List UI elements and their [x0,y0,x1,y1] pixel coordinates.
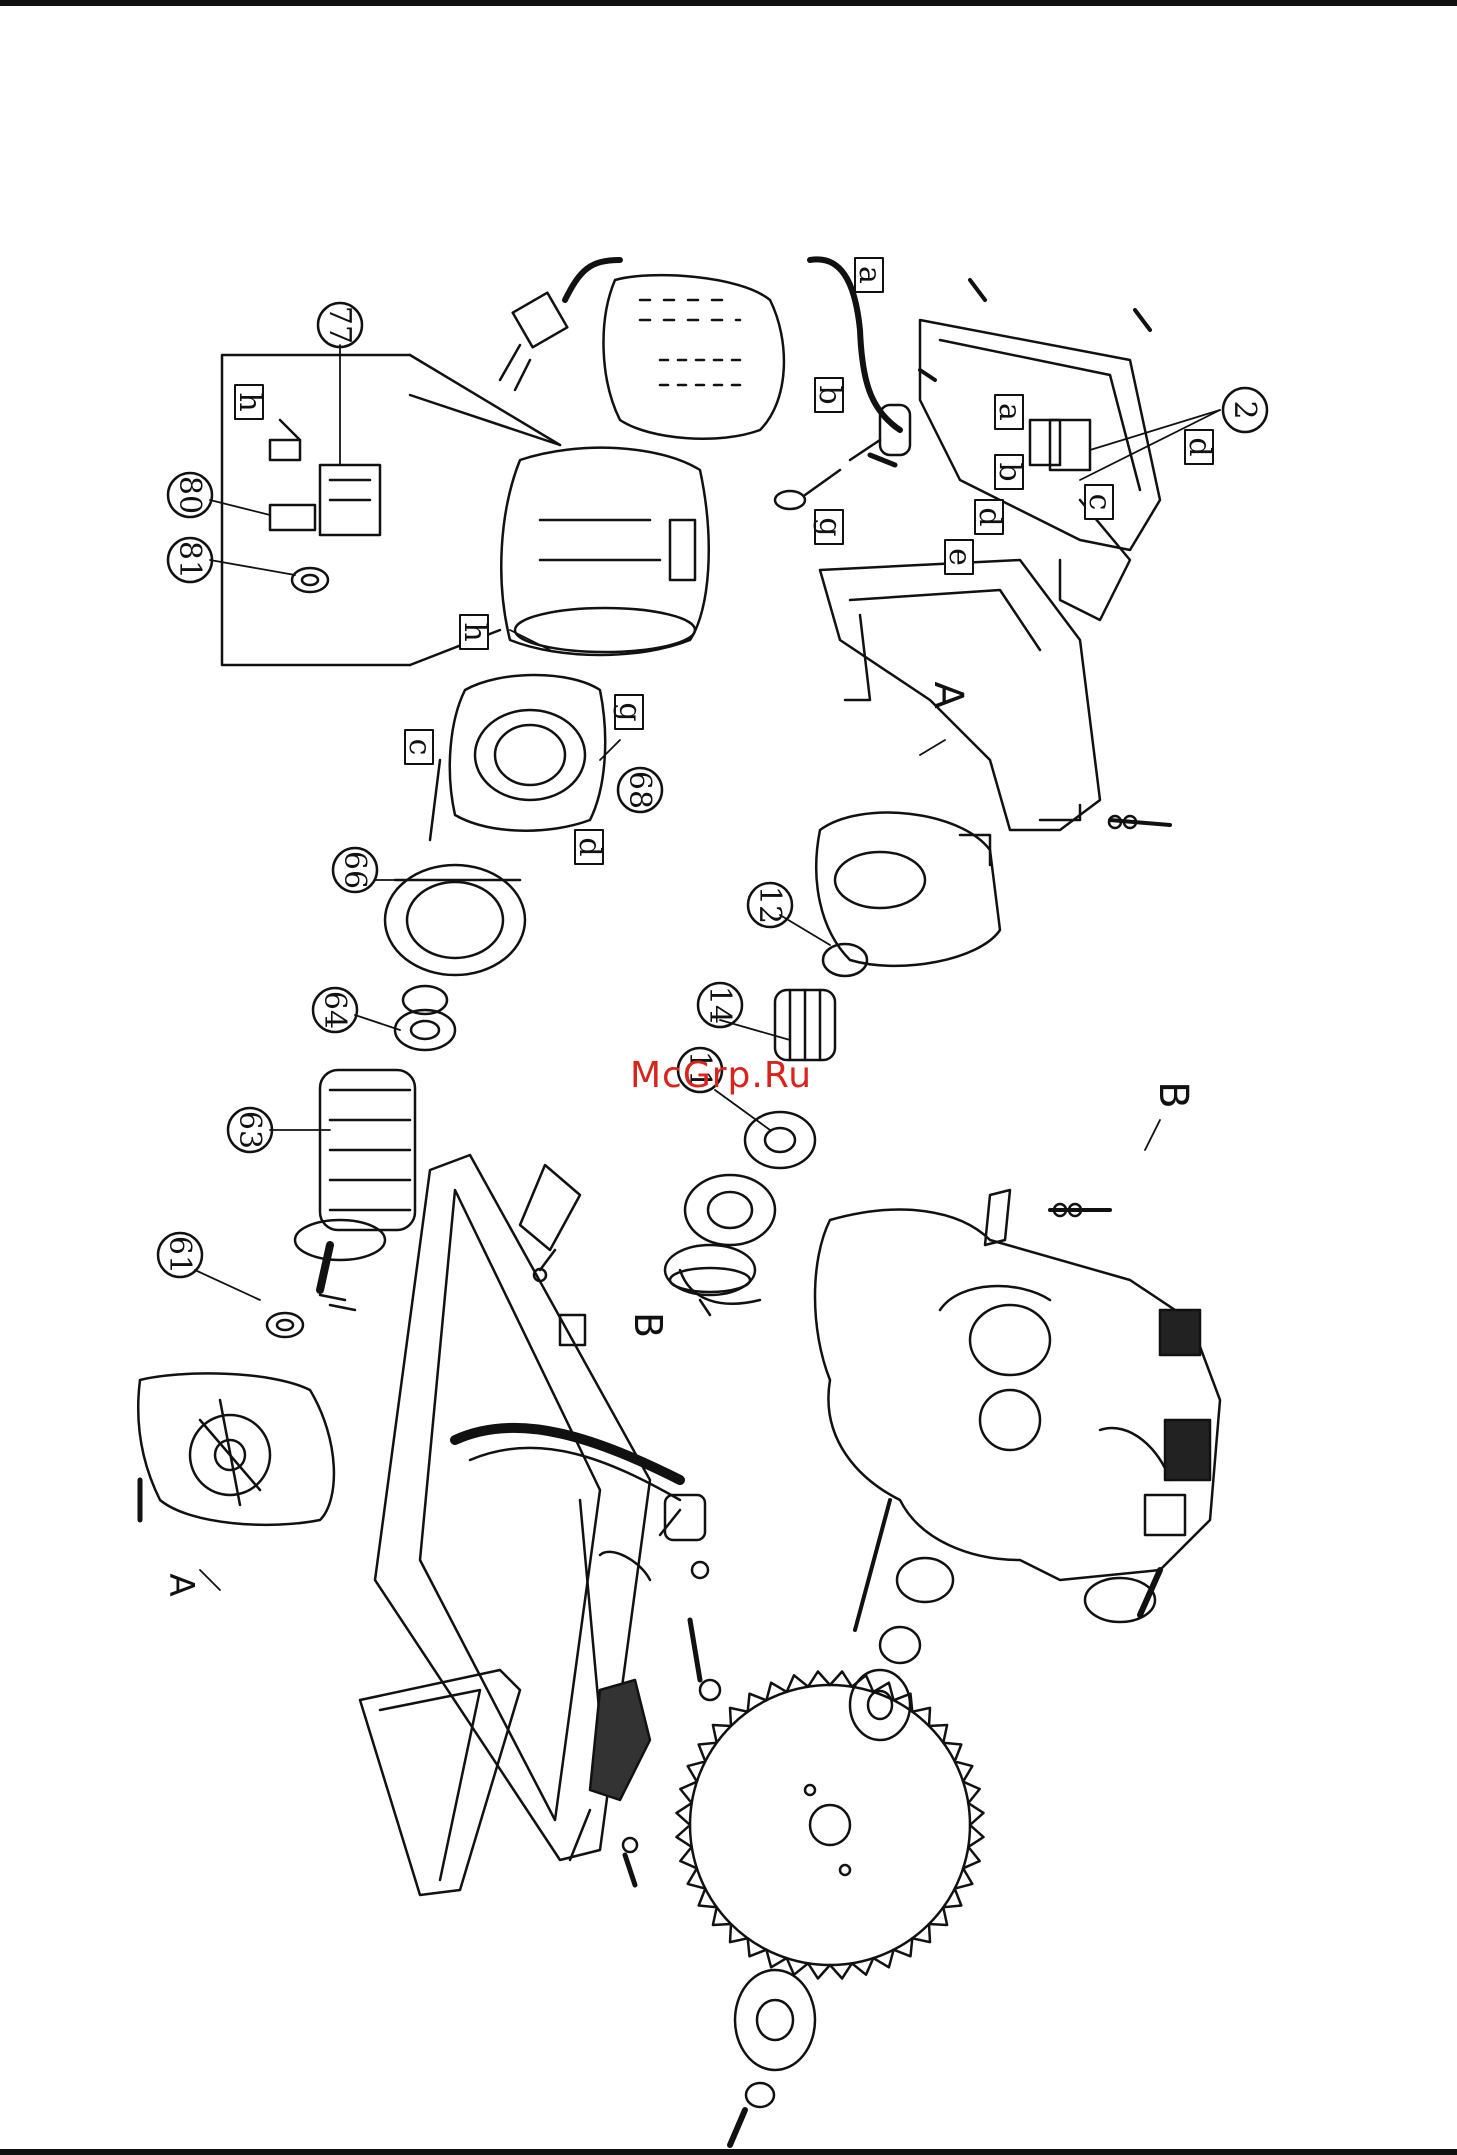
tag-a-cord: a [852,258,887,292]
tag-b-cord: b [812,378,847,412]
svg-text:81: 81 [172,541,207,579]
tag-h-housing: h [457,615,492,649]
svg-text:b: b [992,462,1027,481]
svg-text:d: d [1182,437,1217,456]
callout-61: 61 [158,1233,202,1277]
tag-d-handle-right: d [1182,430,1217,464]
stator-part [430,675,605,840]
callout-2: 2 [1223,388,1267,432]
motor-housing-part [501,448,708,655]
svg-text:b: b [812,385,847,404]
watermark: McGrp.Ru [630,1055,812,1096]
blade-flanges [730,1500,953,2145]
tag-g-stator: g [612,695,647,729]
motor-cover-part [500,260,784,439]
lower-guard-lever [985,1190,1110,1245]
tag-c-stator: c [402,730,437,764]
tag-g-cord: g [812,510,847,544]
bearing-cover-part [385,865,525,975]
callout-66: 66 [333,848,377,892]
brush-holder-part [270,420,380,592]
svg-text:e: e [942,548,977,566]
svg-text:d: d [972,507,1007,526]
tag-b-handle: b [992,455,1027,489]
brush-parts-inset [222,355,560,665]
svg-text:c: c [1082,494,1117,511]
svg-text:64: 64 [317,991,352,1029]
armature-part [295,1070,415,1290]
saw-blade-teeth-outline [677,1672,984,1979]
group-label-a-upper: A [925,681,971,709]
svg-text:h: h [232,392,267,411]
svg-text:80: 80 [172,476,207,514]
svg-text:63: 63 [232,1111,267,1149]
svg-text:a: a [852,266,887,284]
svg-text:77: 77 [322,306,357,344]
svg-text:66: 66 [337,851,372,889]
group-label-a-left: A [161,1573,201,1596]
bearing-part [395,986,455,1050]
svg-text:g: g [812,517,847,536]
tag-d-stator: d [572,830,607,864]
callout-68: 68 [618,768,662,812]
svg-text:14: 14 [702,986,737,1024]
callout-14: 14 [698,983,742,1027]
tag-d-handle-left: d [972,500,1007,534]
svg-text:h: h [457,622,492,641]
tag-a-handle: a [992,395,1027,429]
callout-77: 77 [318,303,362,347]
saw-blade-teeth [677,1672,984,1979]
callout-63: 63 [228,1108,272,1152]
svg-text:2: 2 [1227,400,1262,419]
gear-train-parts [665,944,867,1304]
saw-blade-part [690,1685,970,1965]
group-label-b-lower: B [1150,1081,1196,1108]
tag-e-handle: e [942,540,977,574]
svg-text:68: 68 [622,771,657,809]
group-label-b-middle: B [626,1312,670,1338]
tag-c-handle: c [1082,485,1117,519]
callout-81: 81 [168,538,212,582]
callout-80: 80 [168,473,212,517]
svg-text:12: 12 [752,886,787,924]
svg-text:61: 61 [162,1236,197,1274]
gear-housing-part [138,1373,334,1524]
callout-64: 64 [313,988,357,1032]
small-bearing-part [267,1295,355,1337]
svg-text:a: a [992,403,1027,421]
svg-text:c: c [402,739,437,756]
group-labels: A B B A [161,681,1196,1596]
svg-text:d: d [572,837,607,856]
svg-text:g: g [612,702,647,721]
tag-h-inset: h [232,385,267,419]
callout-12: 12 [748,883,792,927]
